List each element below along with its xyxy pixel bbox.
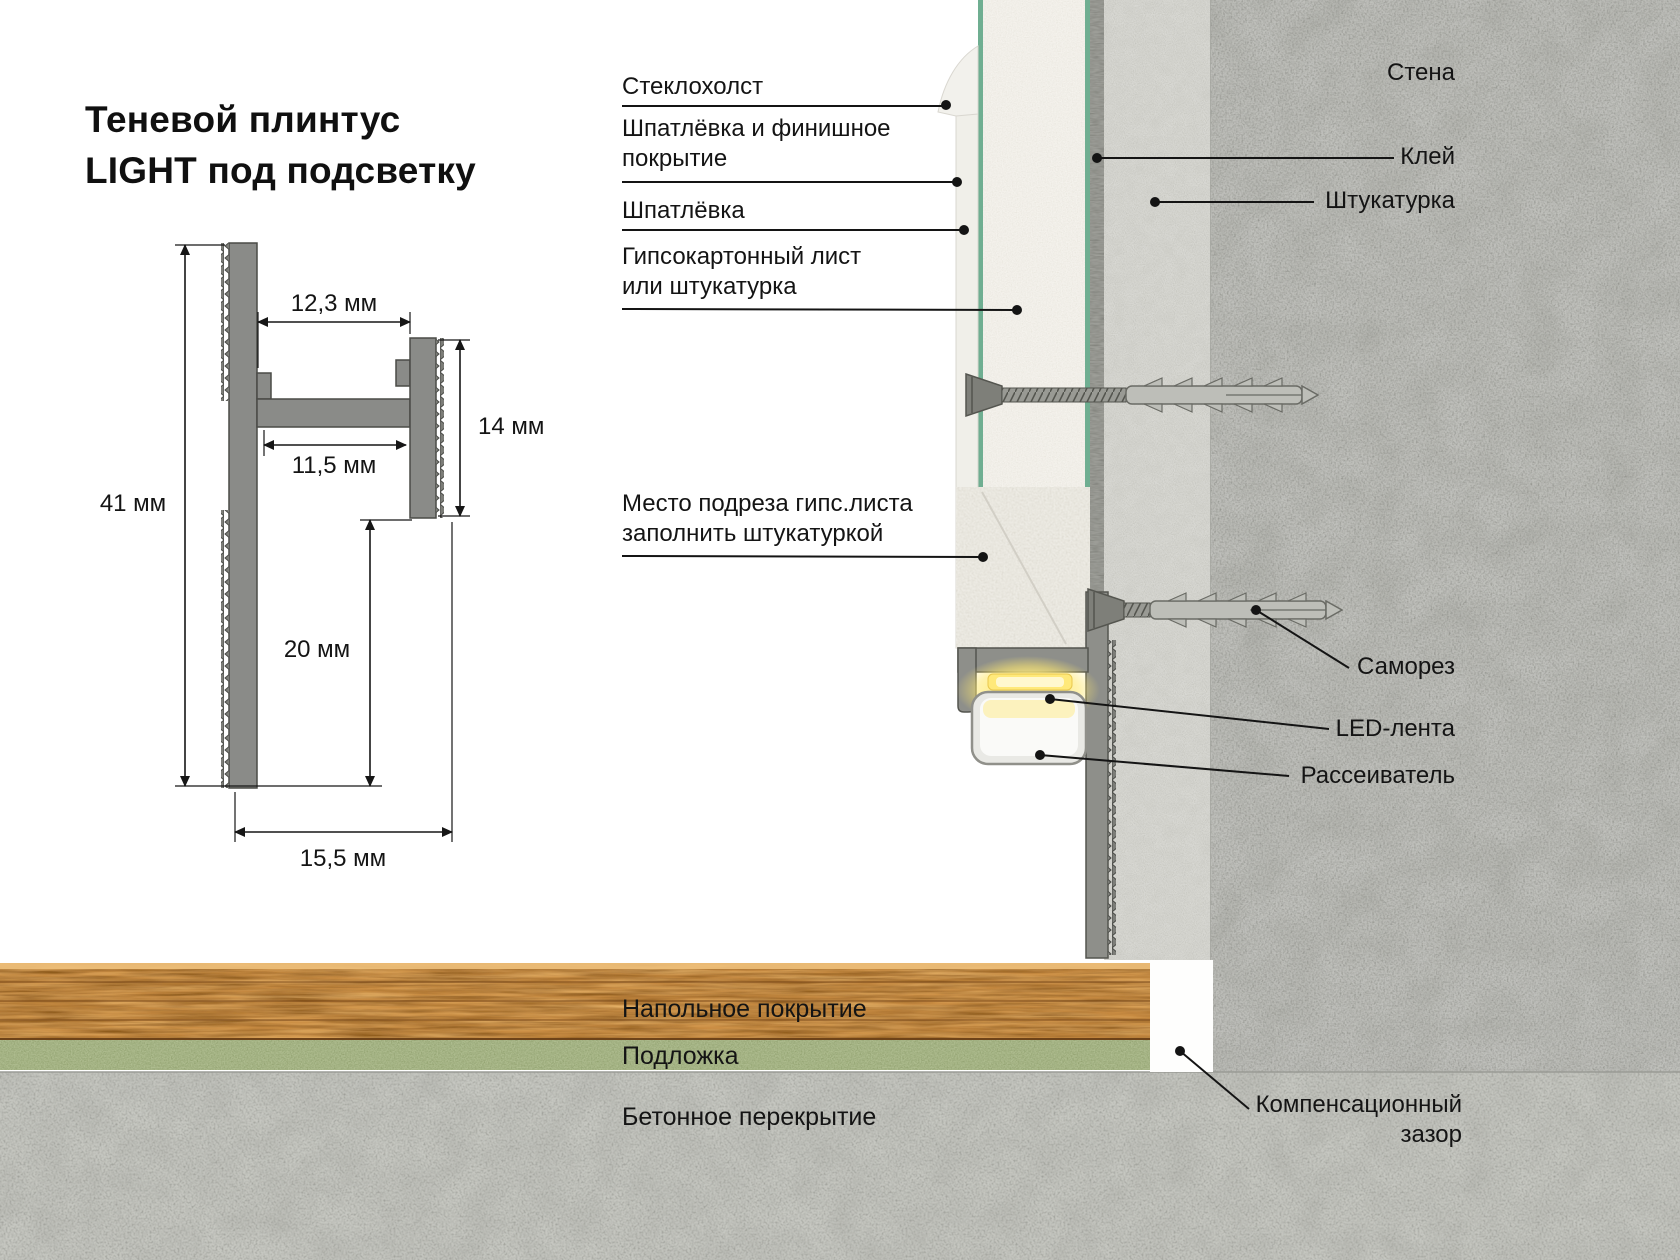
leader-dots: [941, 100, 1261, 1056]
label-putty-finish-line2: покрытие: [622, 145, 728, 172]
label-putty-finish-line1: Шпатлёвка и финишное: [622, 115, 891, 142]
label-diffuser: Рассеиватель: [1300, 762, 1455, 789]
page-title-line2: LIGHT под подсветку: [85, 150, 476, 191]
label-drywall-line2: или штукатурка: [622, 273, 797, 300]
label-fiberglass: Стеклохолст: [622, 73, 764, 100]
wood-plank-lines: [0, 981, 1150, 1021]
label-expansion-gap: Компенсационный зазор: [1256, 1090, 1462, 1150]
screw-lower-threads: [1124, 603, 1150, 617]
concrete-wall: [1210, 0, 1680, 1073]
label-flooring: Напольное покрытие: [622, 995, 867, 1023]
label-wall: Стена: [1386, 59, 1455, 86]
label-underlay: Подложка: [622, 1042, 739, 1070]
label-screw: Саморез: [1357, 653, 1455, 680]
page-title-line1: Теневой плинтус: [85, 99, 401, 140]
diffuser-glow-tint: [983, 700, 1075, 718]
page-title: Теневой плинтус LIGHT под подсветку: [85, 94, 476, 196]
dim-inner-width: 11,5 мм: [291, 452, 377, 479]
profile-ribs-right: [436, 338, 444, 518]
profile-ribs-left-top: [221, 243, 229, 401]
wall-assembly-art: [937, 0, 1680, 1073]
label-drywall: Гипсокартонный лист или штукатурка: [622, 242, 861, 302]
label-glue: Клей: [1400, 143, 1455, 170]
dim-lower-height: 20 мм: [283, 636, 351, 663]
led-strip-core: [996, 677, 1064, 687]
drywall-edge-left: [978, 0, 983, 487]
label-plaster: Штукатурка: [1325, 187, 1455, 214]
concrete-slab: [0, 1072, 1680, 1260]
label-expansion-gap-line1: Компенсационный: [1255, 1091, 1462, 1118]
dim-total-height: 41 мм: [99, 490, 167, 517]
underlay-layer: [0, 1040, 1150, 1070]
cut-edge-line: [981, 491, 1067, 645]
profile-right-bar: [409, 337, 437, 519]
leader-lines: [621, 105, 1394, 1110]
profile-right-tab: [395, 359, 411, 387]
wood-floor-highlight: [0, 963, 1150, 969]
screw-lower-head: [1087, 587, 1125, 633]
plaster-layer: [1104, 0, 1210, 960]
glue-layer: [1090, 0, 1104, 600]
floor-layers-art: [0, 960, 1680, 1260]
label-putty-finish: Шпатлёвка и финишное покрытие: [622, 114, 891, 174]
profile-left-tab: [256, 372, 272, 400]
profile-back: [1085, 591, 1109, 959]
screw-upper-threads: [1002, 388, 1126, 402]
label-putty: Шпатлёвка: [622, 197, 745, 224]
drywall-edge-right: [1085, 0, 1090, 487]
screw-upper-head: [965, 372, 1003, 418]
dim-right-height: 14 мм: [478, 413, 545, 440]
screw-lower: [1087, 587, 1343, 633]
fiberglass-feather: [937, 45, 979, 117]
label-led-strip: LED-лента: [1335, 715, 1455, 742]
profile-arm-section: [256, 398, 411, 428]
label-slab: Бетонное перекрытие: [622, 1103, 877, 1131]
profile-cross-section-art: [221, 242, 444, 789]
screw-upper: [965, 372, 1319, 418]
label-cut-note-line2: заполнить штукатуркой: [622, 520, 884, 547]
dim-bottom-width: 15,5 мм: [299, 845, 387, 872]
dim-top-width: 12,3 мм: [290, 290, 378, 317]
label-cut-note-line1: Место подреза гипс.листа: [622, 490, 913, 517]
label-expansion-gap-line2: зазор: [1400, 1121, 1462, 1148]
label-drywall-line1: Гипсокартонный лист: [622, 243, 862, 270]
profile-back-ribs: [1108, 640, 1116, 955]
profile-main-bar: [228, 242, 258, 789]
drywall-sheet: [978, 0, 1090, 487]
profile-ribs-left-bottom: [221, 510, 229, 788]
label-cut-note: Место подреза гипс.листа заполнить штука…: [622, 489, 913, 549]
dimension-lines: [175, 244, 470, 842]
